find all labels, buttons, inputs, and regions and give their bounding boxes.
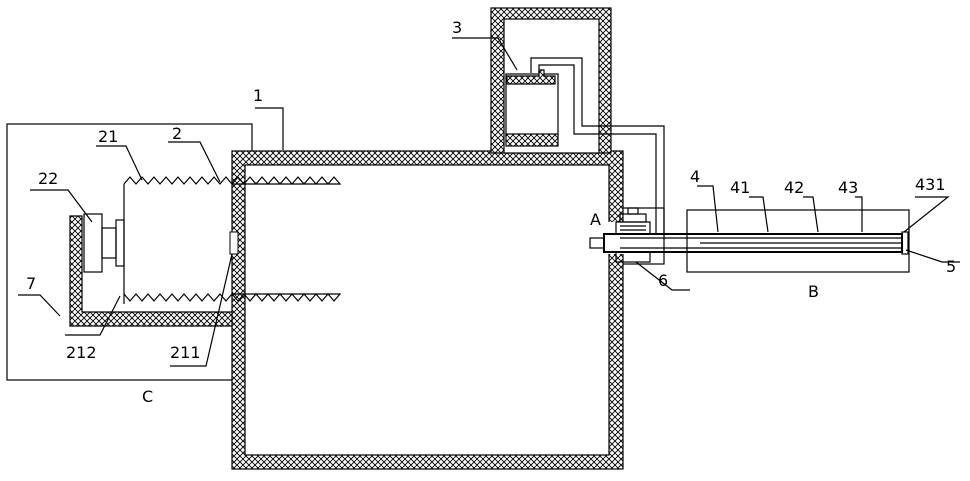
label-6: 6	[658, 271, 668, 290]
motor	[84, 214, 116, 272]
label-211: 211	[170, 343, 201, 362]
wall-opening-left	[230, 232, 238, 254]
label-22: 22	[38, 169, 58, 188]
rod-assembly	[590, 232, 908, 254]
label-2: 2	[172, 124, 182, 143]
label-431: 431	[915, 175, 946, 194]
bellows-end-plate	[116, 220, 124, 266]
label-5: 5	[946, 257, 956, 276]
l-bracket	[70, 216, 232, 326]
label-c: C	[142, 387, 153, 406]
label-a: A	[590, 210, 601, 229]
region-b-frame	[687, 210, 909, 272]
region-c-frame	[7, 124, 252, 380]
label-43: 43	[838, 178, 858, 197]
label-41: 41	[730, 178, 750, 197]
label-42: 42	[784, 178, 804, 197]
label-1: 1	[253, 86, 263, 105]
label-212: 212	[66, 343, 97, 362]
main-chamber	[232, 151, 623, 469]
label-4: 4	[690, 167, 700, 186]
label-3: 3	[452, 18, 462, 37]
label-7: 7	[26, 274, 36, 293]
housing-bottom-plate	[506, 134, 558, 146]
label-b: B	[808, 282, 819, 301]
upper-housing	[491, 8, 611, 153]
label-21: 21	[98, 127, 118, 146]
